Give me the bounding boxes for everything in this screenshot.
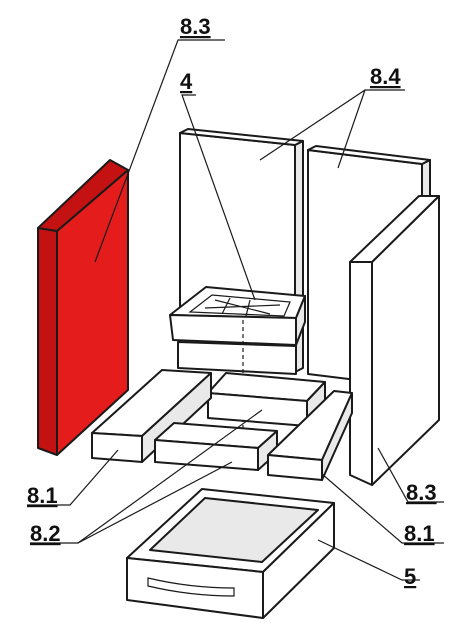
leader-lines [27,39,444,581]
drawer-handle [147,577,235,597]
floor-brick-right [267,390,353,481]
label-8-1-left: 8.1 [27,483,58,508]
floor-brick-front-middle [154,422,278,471]
label-8-3-right: 8.3 [406,480,437,505]
label-5: 5 [404,564,416,589]
label-8-3-top: 8.3 [180,14,211,39]
ash-drawer [126,488,335,619]
label-4: 4 [180,69,193,94]
label-8-1-right: 8.1 [404,521,435,546]
tray-support [177,341,297,375]
floor-brick-back-middle [207,372,326,427]
side-panel-left-highlighted [37,159,129,456]
label-8-4: 8.4 [370,64,401,89]
ash-tray [169,286,306,346]
label-8-2: 8.2 [30,521,61,546]
side-panel-right [349,195,440,486]
